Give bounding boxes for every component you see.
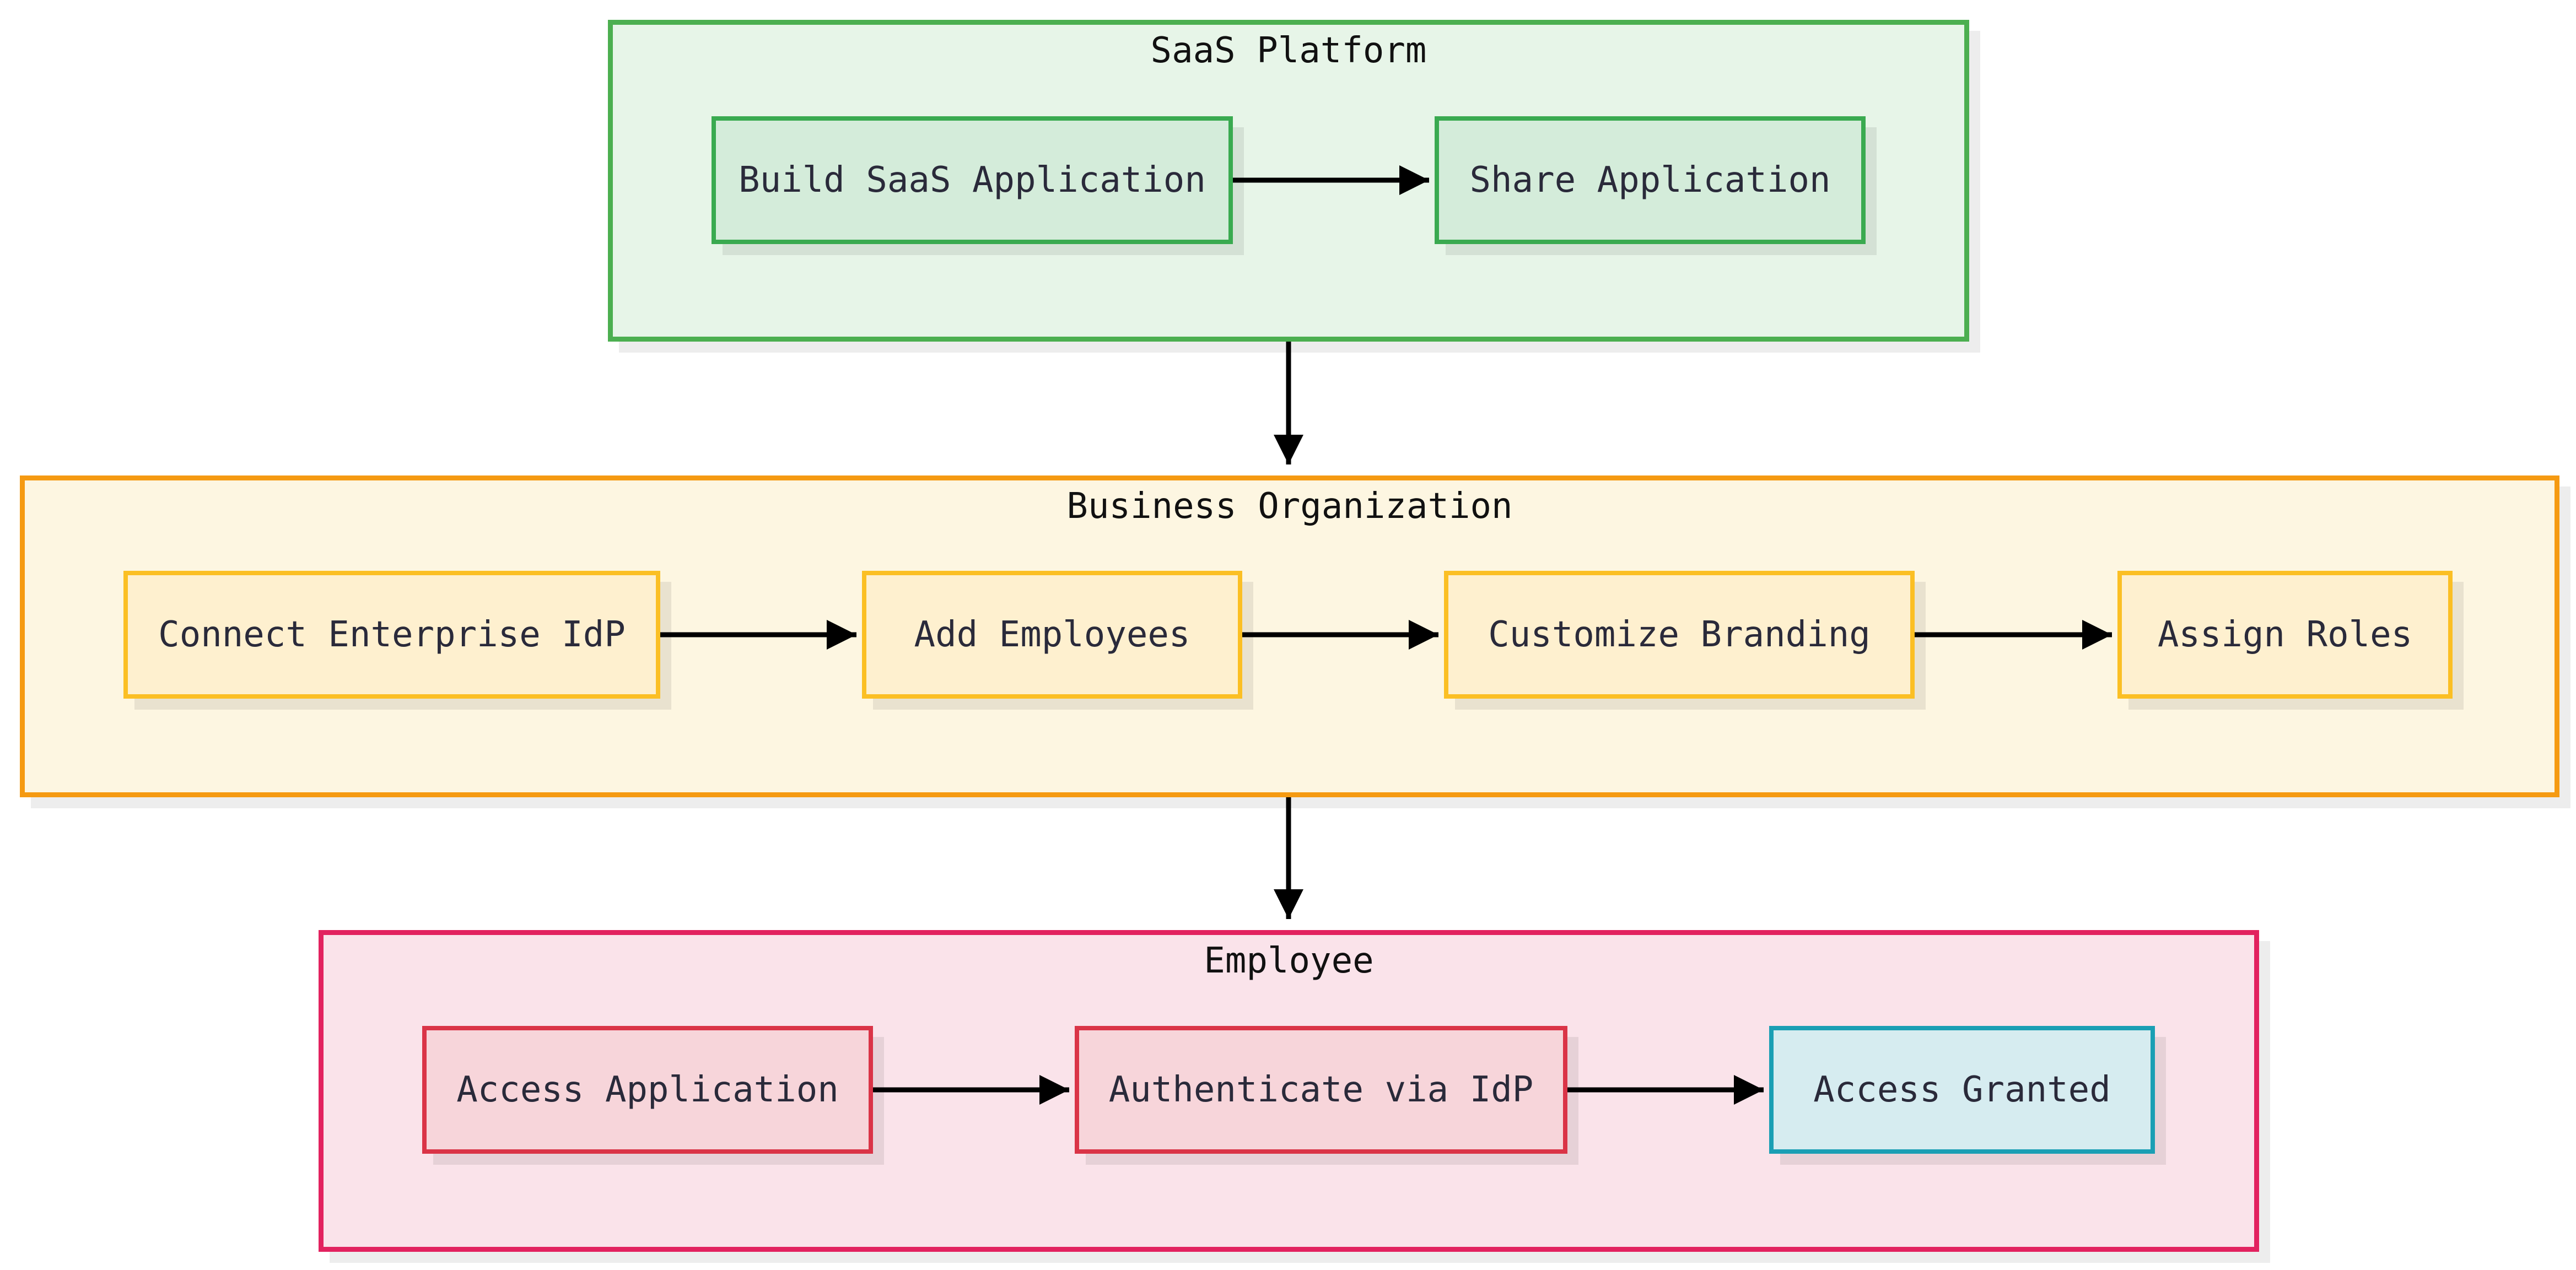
group-title-saas-platform: SaaS Platform [1150, 30, 1427, 71]
node-assign-roles: Assign Roles [2117, 571, 2453, 699]
node-build-saas-application: Build SaaS Application [712, 116, 1233, 244]
node-share-application: Share Application [1435, 116, 1866, 244]
group-title-business-organization: Business Organization [1066, 486, 1513, 527]
group-title-employee: Employee [1204, 941, 1374, 981]
node-add-employees: Add Employees [862, 571, 1242, 699]
node-access-granted: Access Granted [1769, 1026, 2155, 1154]
node-customize-branding: Customize Branding [1444, 571, 1915, 699]
node-access-application: Access Application [422, 1026, 873, 1154]
node-authenticate-via-idp: Authenticate via IdP [1075, 1026, 1567, 1154]
node-connect-enterprise-idp: Connect Enterprise IdP [123, 571, 660, 699]
